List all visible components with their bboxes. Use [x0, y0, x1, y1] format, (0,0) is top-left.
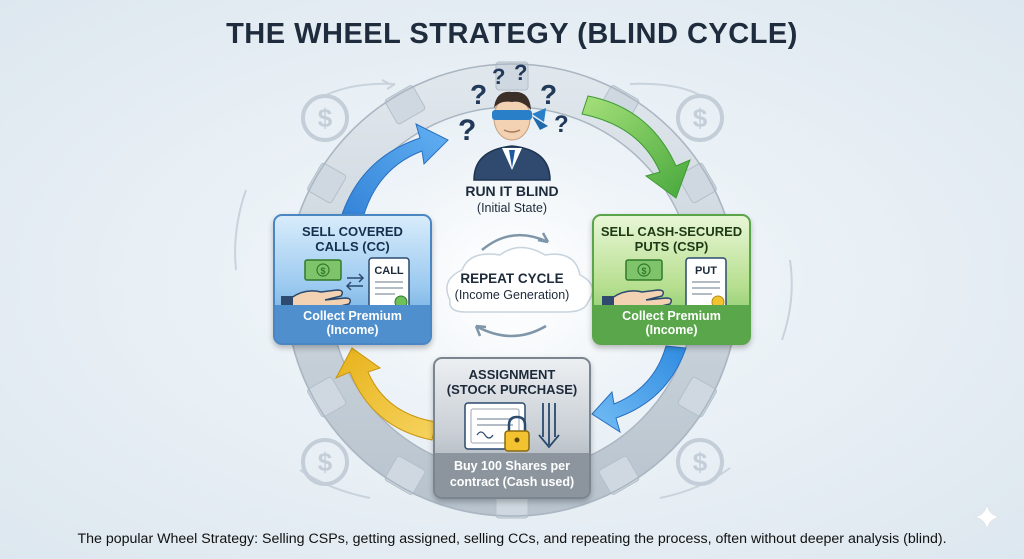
start-node: RUN IT BLIND (Initial State) — [430, 183, 594, 215]
arrow-start-to-csp — [581, 95, 691, 199]
down-arrow-icon — [538, 403, 560, 449]
cc-label-line2: CALLS (CC) — [315, 239, 390, 254]
assignment-footer-line2: contract (Cash used) — [449, 475, 575, 489]
svg-text:$: $ — [318, 103, 333, 133]
lock-icon — [504, 415, 530, 452]
csp-footer-line2: (Income) — [645, 323, 698, 337]
assignment-label-line1: ASSIGNMENT — [468, 367, 556, 382]
arrow-assignment-to-cc — [334, 347, 437, 441]
assignment-label-line2: (STOCK PURCHASE) — [446, 382, 578, 397]
svg-text:$: $ — [641, 266, 646, 276]
assignment-footer: Buy 100 Shares per contract (Cash used) — [435, 453, 589, 497]
csp-document-text: PUT — [695, 265, 717, 277]
repeat-cycle-icon — [446, 232, 594, 338]
blindfolded-person-icon — [473, 91, 551, 181]
put-document-icon: PUT — [685, 257, 727, 311]
cc-label-line1: SELL COVERED — [302, 224, 403, 239]
question-mark-icon: ? — [492, 64, 505, 89]
svg-text:$: $ — [693, 103, 708, 133]
call-document-icon: CALL — [368, 257, 410, 311]
cc-footer-line2: (Income) — [326, 323, 379, 337]
csp-footer-line1: Collect Premium — [622, 309, 721, 323]
arrow-cc-to-start — [337, 123, 449, 231]
dollar-coin-icons: $ $ $ $ — [301, 94, 724, 486]
sparkle-icon — [973, 503, 1001, 531]
repeat-cycle-label: REPEAT CYCLE — [460, 271, 564, 286]
cash-bill-icon: $ — [625, 259, 663, 281]
repeat-cycle-node: REPEAT CYCLE (Income Generation) — [432, 271, 592, 302]
repeat-cycle-sublabel: (Income Generation) — [454, 288, 570, 302]
svg-text:$: $ — [318, 447, 333, 477]
csp-footer: Collect Premium (Income) — [594, 305, 749, 343]
svg-text:$: $ — [320, 266, 325, 276]
arrow-csp-to-assignment — [591, 345, 687, 434]
svg-text:$: $ — [693, 447, 708, 477]
start-sublabel: (Initial State) — [476, 201, 548, 215]
assignment-illustration — [464, 402, 560, 452]
swap-arrows-icon — [345, 273, 365, 291]
question-mark-icons: ? ? ? ? ? ? — [458, 60, 569, 147]
question-mark-icon: ? — [540, 79, 557, 110]
question-mark-icon: ? — [554, 111, 569, 138]
cc-footer-line1: Collect Premium — [303, 309, 402, 323]
sell-cash-secured-puts-box: SELL CASH-SECURED PUTS (CSP) $ PUT C — [592, 214, 751, 345]
cc-document-text: CALL — [374, 265, 404, 277]
assignment-footer-line1: Buy 100 Shares per — [453, 459, 571, 473]
question-mark-icon: ? — [514, 60, 527, 85]
assignment-box: ASSIGNMENT (STOCK PURCHASE) Buy 100 Shar… — [433, 357, 591, 499]
question-mark-icon: ? — [458, 114, 476, 147]
cc-footer: Collect Premium (Income) — [275, 305, 430, 343]
sell-covered-calls-box: SELL COVERED CALLS (CC) $ CALL — [273, 214, 432, 345]
csp-label-line2: PUTS (CSP) — [634, 239, 709, 254]
question-mark-icon: ? — [470, 79, 487, 110]
diagram-title: THE WHEEL STRATEGY (BLIND CYCLE) — [226, 18, 798, 50]
cash-bill-icon: $ — [304, 259, 342, 281]
csp-label-line1: SELL CASH-SECURED — [600, 224, 743, 239]
start-label: RUN IT BLIND — [465, 183, 559, 199]
diagram-caption: The popular Wheel Strategy: Selling CSPs… — [77, 531, 947, 547]
